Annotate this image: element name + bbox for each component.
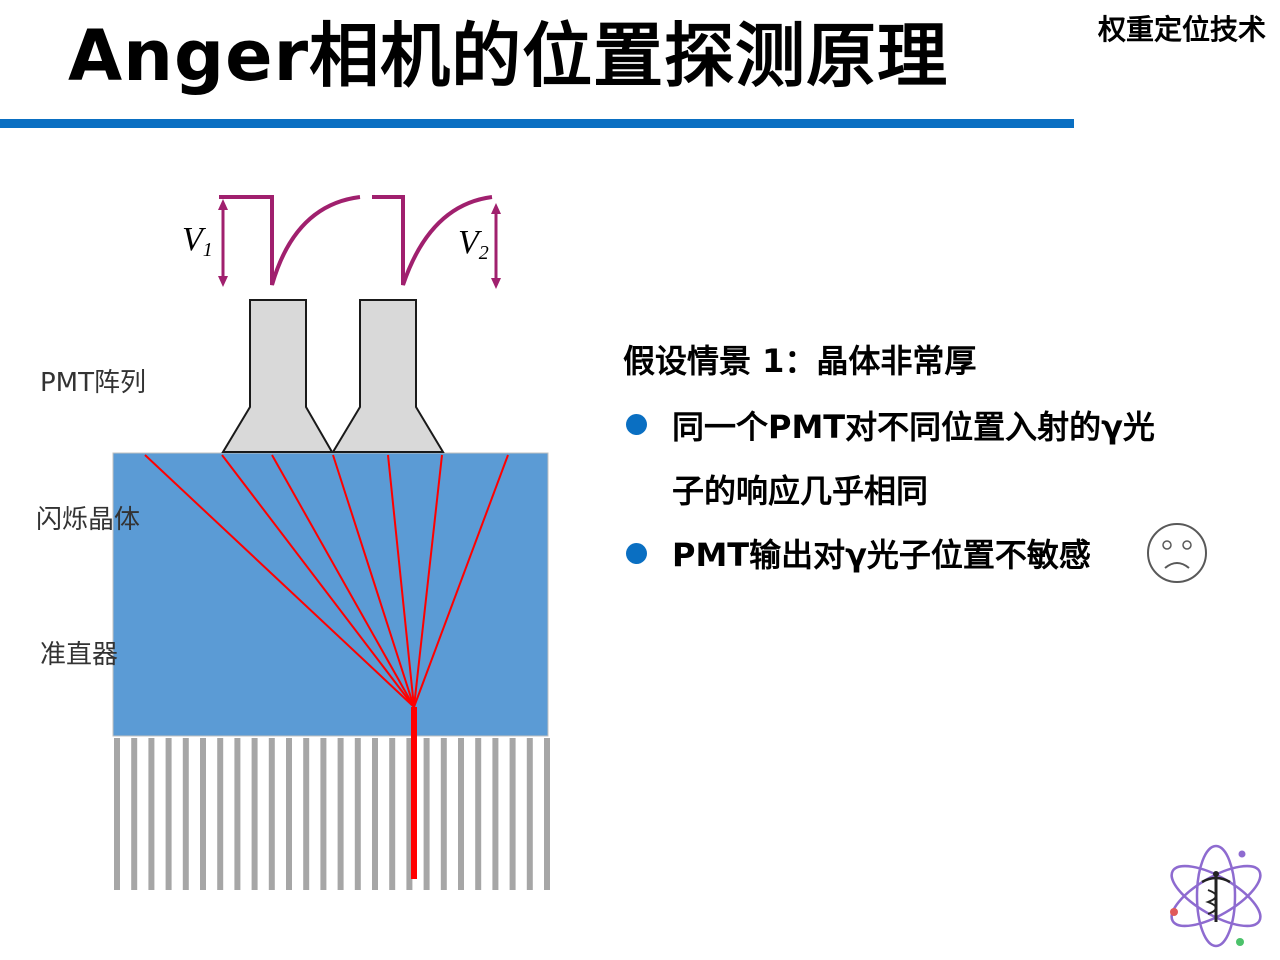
collimator-septum bbox=[544, 738, 550, 890]
collimator-septum bbox=[303, 738, 310, 890]
collimator-septum bbox=[234, 738, 241, 890]
light-ray bbox=[332, 454, 415, 708]
collimator-septum bbox=[320, 738, 327, 890]
crystal-label: 闪烁晶体 bbox=[36, 505, 141, 535]
light-ray bbox=[387, 454, 415, 708]
collimator-septum bbox=[165, 738, 172, 890]
light-ray bbox=[413, 454, 443, 708]
collimator-septum bbox=[492, 738, 499, 890]
light-rays bbox=[144, 454, 509, 708]
collimator-septum bbox=[114, 738, 120, 890]
collimator-septum bbox=[423, 738, 430, 890]
collimator-septum bbox=[268, 738, 275, 890]
collimator-septum bbox=[217, 738, 224, 890]
collimator-septum bbox=[286, 738, 292, 890]
collimator-septum bbox=[354, 738, 361, 890]
collimator-septum bbox=[182, 738, 189, 890]
pmt-tube-1 bbox=[221, 299, 334, 453]
signal-pulse-1 bbox=[219, 195, 361, 286]
v2-label: V2 bbox=[458, 224, 489, 264]
collimator-septum bbox=[131, 738, 138, 890]
collimator-septum bbox=[200, 738, 206, 890]
bullet-1-line-1: 同一个PMT对不同位置入射的γ光 bbox=[672, 408, 1155, 446]
collimator-septum bbox=[389, 738, 396, 890]
v1-amplitude-arrow bbox=[218, 199, 228, 287]
v1-label: V1 bbox=[182, 221, 213, 261]
page-title: Anger相机的位置探测原理 bbox=[68, 15, 949, 97]
signal-pulse-2 bbox=[372, 195, 493, 286]
section-tag: 权重定位技术 bbox=[1097, 13, 1266, 46]
collimator-septa bbox=[114, 738, 550, 890]
v2-amplitude-arrow bbox=[491, 203, 501, 289]
collimator-septum bbox=[509, 738, 516, 890]
light-ray bbox=[144, 454, 415, 708]
collimator-septum bbox=[526, 738, 533, 890]
light-ray bbox=[413, 454, 509, 708]
pmt-tube-2 bbox=[331, 299, 445, 453]
light-ray bbox=[221, 454, 415, 708]
collimator-label: 准直器 bbox=[40, 640, 119, 670]
collimator-septum bbox=[337, 738, 344, 890]
light-ray bbox=[271, 454, 415, 708]
collimator-septum bbox=[475, 738, 482, 890]
bullet-2-text: PMT输出对γ光子位置不敏感 bbox=[672, 536, 1091, 574]
atom-caduceus-logo-icon bbox=[1170, 844, 1262, 948]
bullet-1-line-2: 子的响应几乎相同 bbox=[672, 472, 929, 510]
collimator-septum bbox=[406, 738, 413, 890]
scenario-heading: 假设情景 1：晶体非常厚 bbox=[623, 342, 977, 380]
collimator-septum bbox=[148, 738, 155, 890]
bullet-dot-2 bbox=[626, 543, 647, 564]
pmt-array-label: PMT阵列 bbox=[40, 368, 146, 398]
bullet-dot-1 bbox=[626, 414, 647, 435]
sad-face-icon bbox=[1147, 523, 1207, 583]
title-underline bbox=[0, 119, 1074, 128]
scintillation-crystal bbox=[112, 452, 549, 737]
collimator-septum bbox=[251, 738, 258, 890]
collimator-septum bbox=[458, 738, 464, 890]
collimator-septum bbox=[372, 738, 378, 890]
collimator-septum bbox=[440, 738, 447, 890]
